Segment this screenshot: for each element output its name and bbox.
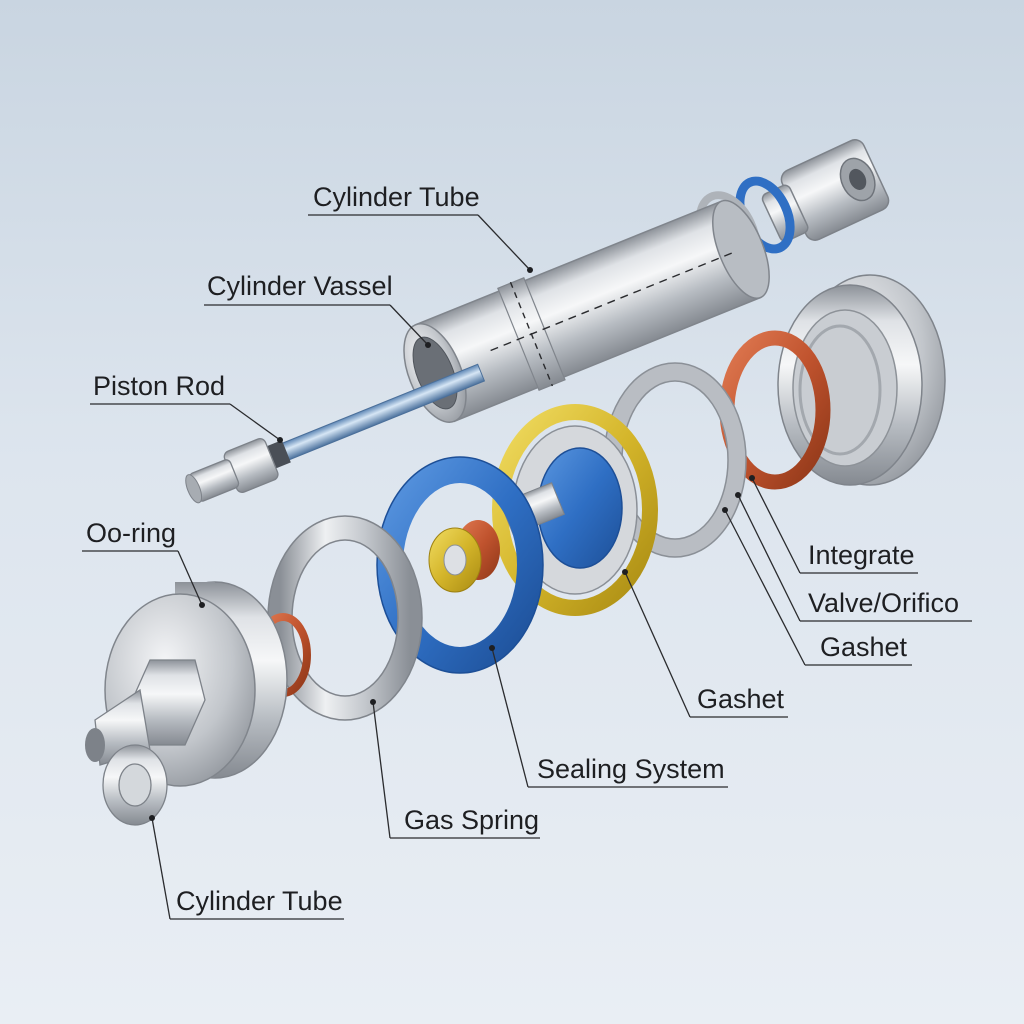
label-gasket-center-text: Gashet [697,684,785,714]
label-integrate: Integrate [749,475,918,574]
label-cylinder-tube-bottom-text: Cylinder Tube [176,886,343,916]
piston-assembly [492,404,658,616]
label-cylinder-tube-top: Cylinder Tube [308,182,533,273]
label-gas-spring: Gas Spring [370,699,540,839]
cylinder-body [403,199,770,423]
label-integrate-text: Integrate [808,540,915,570]
end-cap-bottom [85,581,288,826]
label-valve-orifice-text: Valve/Orifico [808,588,959,618]
label-cylinder-vessel-text: Cylinder Vassel [207,271,393,301]
label-gasket-center: Gashet [622,569,788,718]
label-gas-spring-text: Gas Spring [404,805,539,835]
label-piston-rod: Piston Rod [90,371,283,443]
label-sealing-system: Sealing System [489,645,728,788]
label-valve-orifice: Valve/Orifico [735,492,972,622]
label-cylinder-vessel: Cylinder Vassel [204,271,431,348]
label-o-ring-text: Oo-ring [86,518,176,548]
label-o-ring: Oo-ring [82,518,205,608]
label-gasket-right: Gashet [722,507,912,666]
label-cylinder-tube-bottom: Cylinder Tube [149,815,344,920]
label-gasket-right-text: Gashet [820,632,908,662]
label-sealing-system-text: Sealing System [537,754,725,784]
gold-bushing [428,520,500,593]
piston-rod [185,363,486,504]
label-piston-rod-text: Piston Rod [93,371,225,401]
metal-sleeve [777,274,946,486]
label-cylinder-tube-top-text: Cylinder Tube [313,182,480,212]
